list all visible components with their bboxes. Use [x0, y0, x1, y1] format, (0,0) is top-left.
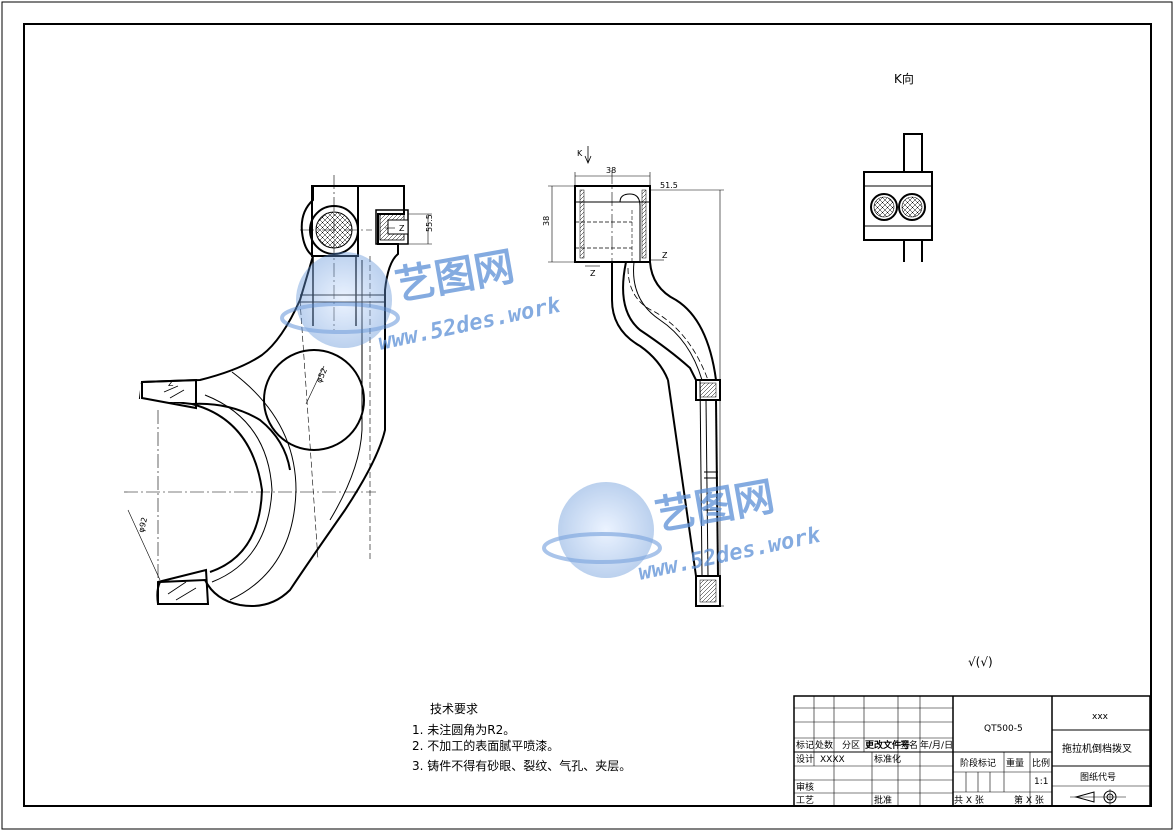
tech-note-2: 2. 不加工的表面腻平喷漆。	[412, 738, 559, 753]
front-view	[124, 175, 409, 607]
tb-sheets-total: 共 X 张	[954, 795, 984, 806]
tech-note-3: 3. 铸件不得有砂眼、裂纹、气孔、夹层。	[412, 758, 631, 773]
watermark-2-cn: 艺图网	[652, 474, 778, 540]
tb-label-sign: 签名	[900, 739, 918, 751]
dim-phi92: φ92	[137, 516, 150, 533]
dim-38-side: 38	[542, 216, 551, 226]
tb-label-change-doc: 更改文件号	[865, 739, 910, 751]
tb-label-process: 工艺	[796, 795, 814, 806]
dim-51-5: 51.5	[660, 181, 678, 190]
tb-label-approve: 批准	[874, 794, 892, 806]
side-dimensions	[548, 172, 724, 607]
watermark-2: 艺图网 www.52des.work	[542, 474, 823, 586]
tb-label-review: 审核	[796, 781, 814, 793]
k-view	[863, 133, 933, 262]
tb-stage-label: 阶段标记	[960, 757, 996, 769]
k-arrow-label: K	[577, 149, 583, 158]
inner-frame	[23, 23, 1152, 807]
tb-part-name: 拖拉机倒档拨叉	[1062, 742, 1132, 755]
tb-label-standardize: 标准化	[874, 753, 901, 765]
tb-label-count: 处数	[815, 739, 833, 751]
tb-design-name: XXXX	[820, 755, 845, 765]
front-dimensions	[127, 213, 432, 581]
tech-note-1: 1. 未注圆角为R2。	[412, 722, 515, 737]
watermark-1-cn: 艺图网	[392, 244, 518, 310]
tb-label-mark: 标记	[796, 739, 814, 751]
tb-label-design: 设计	[796, 753, 814, 765]
dim-z-mid: Z	[662, 251, 668, 260]
dim-phi52: φ52	[314, 367, 329, 385]
tb-material: QT500-5	[984, 724, 1023, 734]
tb-scale-label: 比例	[1032, 757, 1050, 769]
title-block	[793, 695, 1151, 807]
k-view-title: K向	[894, 71, 914, 86]
dim-38-top: 38	[606, 166, 616, 175]
side-view	[574, 146, 721, 607]
tb-weight-label: 重量	[1006, 757, 1024, 769]
tech-notes-title: 技术要求	[430, 702, 478, 716]
roughness-symbol: √(√)	[968, 655, 993, 669]
tb-label-date: 年/月/日	[920, 739, 953, 751]
tb-company: xxx	[1092, 712, 1109, 722]
tb-sheet-num: 第 X 张	[1014, 794, 1044, 806]
dim-z-top: Z	[399, 224, 405, 233]
dim-55-5: 55.5	[425, 214, 434, 232]
tb-scale-value: 1:1	[1034, 777, 1048, 787]
dim-z-side: Z	[590, 269, 596, 278]
tb-label-zone: 分区	[842, 740, 860, 751]
watermark-1: 艺图网 www.52des.work	[280, 244, 563, 356]
tb-drawing-code-label: 图纸代号	[1080, 771, 1116, 783]
dim-z-left: Z	[168, 379, 174, 388]
